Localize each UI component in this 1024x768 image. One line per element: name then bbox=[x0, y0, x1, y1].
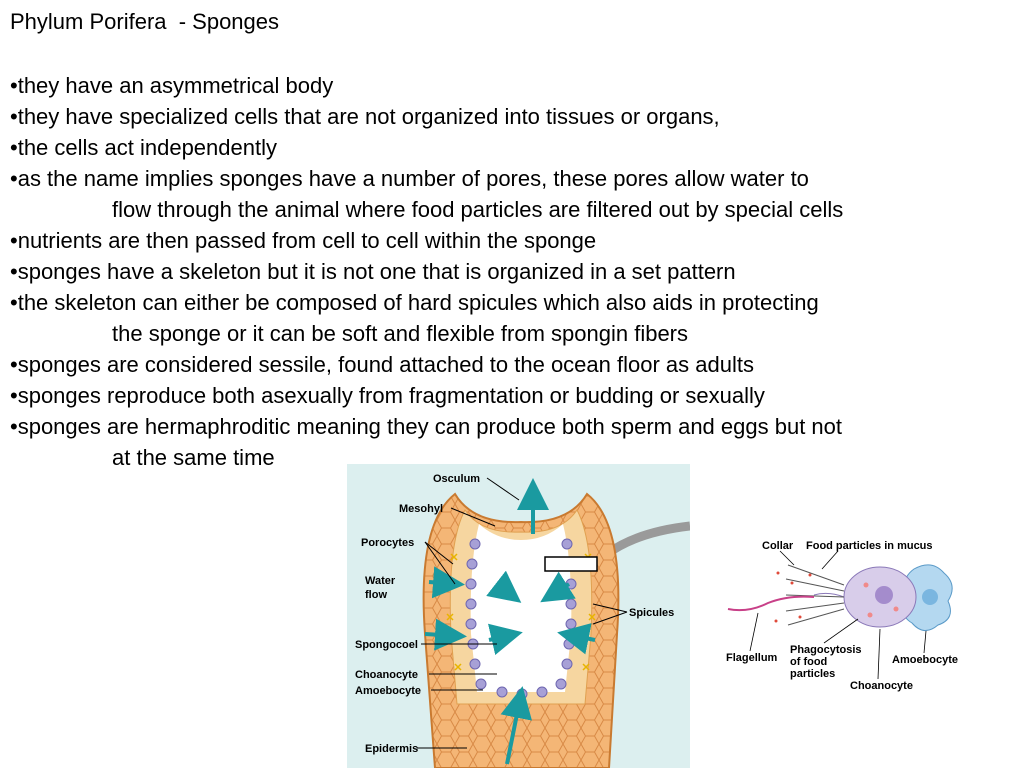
bullet-item: •sponges are considered sessile, found a… bbox=[10, 352, 754, 377]
bullet-item: •they have an asymmetrical body bbox=[10, 73, 334, 98]
sponge-body bbox=[422, 492, 620, 768]
label-flagellum: Flagellum bbox=[726, 652, 778, 664]
label-spongocoel: Spongocoel bbox=[355, 639, 418, 651]
label-water-flow: Water bbox=[365, 575, 396, 587]
svg-text:particles: particles bbox=[790, 668, 835, 680]
bullet-item: •the cells act independently bbox=[10, 135, 277, 160]
label-collar: Collar bbox=[762, 540, 794, 552]
label-porocytes: Porocytes bbox=[361, 537, 414, 549]
amoebocyte-cell bbox=[902, 564, 953, 631]
label-osculum: Osculum bbox=[433, 473, 480, 485]
bullet-item: •nutrients are then passed from cell to … bbox=[10, 228, 597, 253]
label-mesohyl: Mesohyl bbox=[399, 503, 443, 515]
bullet-item: •sponges are hermaphroditic meaning they… bbox=[10, 414, 843, 470]
choanocyte-detail-figure: Collar Food particles in mucus Flagellum… bbox=[718, 535, 968, 695]
labels: Collar Food particles in mucus Flagellum… bbox=[726, 540, 958, 692]
label-amoebocyte: Amoebocyte bbox=[355, 685, 421, 697]
bullet-list: •they have an asymmetrical body •they ha… bbox=[10, 70, 1015, 473]
label-amoebocyte: Amoebocyte bbox=[892, 654, 958, 666]
label-food-particles: Food particles in mucus bbox=[806, 540, 933, 552]
label-spicules: Spicules bbox=[629, 607, 674, 619]
bullet-item: •sponges reproduce both asexually from f… bbox=[10, 383, 765, 408]
label-epidermis: Epidermis bbox=[365, 743, 418, 755]
collar-microvilli bbox=[785, 564, 845, 626]
choanocyte-cell bbox=[813, 566, 917, 628]
label-phagocytosis: Phagocytosis bbox=[790, 644, 862, 656]
flagellum bbox=[727, 595, 815, 612]
svg-text:flow: flow bbox=[365, 589, 387, 601]
slide-title: Phylum Porifera - Sponges bbox=[10, 9, 280, 34]
label-choanocyte: Choanocyte bbox=[850, 680, 913, 692]
bullet-item: •sponges have a skeleton but it is not o… bbox=[10, 259, 736, 284]
water-flow-arrows bbox=[424, 478, 596, 765]
anatomy-labels: Osculum Mesohyl Porocytes Water flow Spo… bbox=[355, 473, 674, 755]
sponge-anatomy-figure: Osculum Mesohyl Porocytes Water flow Spo… bbox=[347, 464, 690, 768]
bullet-item: •as the name implies sponges have a numb… bbox=[10, 166, 844, 222]
svg-text:of food: of food bbox=[790, 656, 827, 668]
spicules bbox=[446, 553, 596, 671]
bullet-item: •the skeleton can either be composed of … bbox=[10, 290, 819, 346]
bullet-item: •they have specialized cells that are no… bbox=[10, 104, 720, 129]
label-choanocyte: Choanocyte bbox=[355, 669, 418, 681]
